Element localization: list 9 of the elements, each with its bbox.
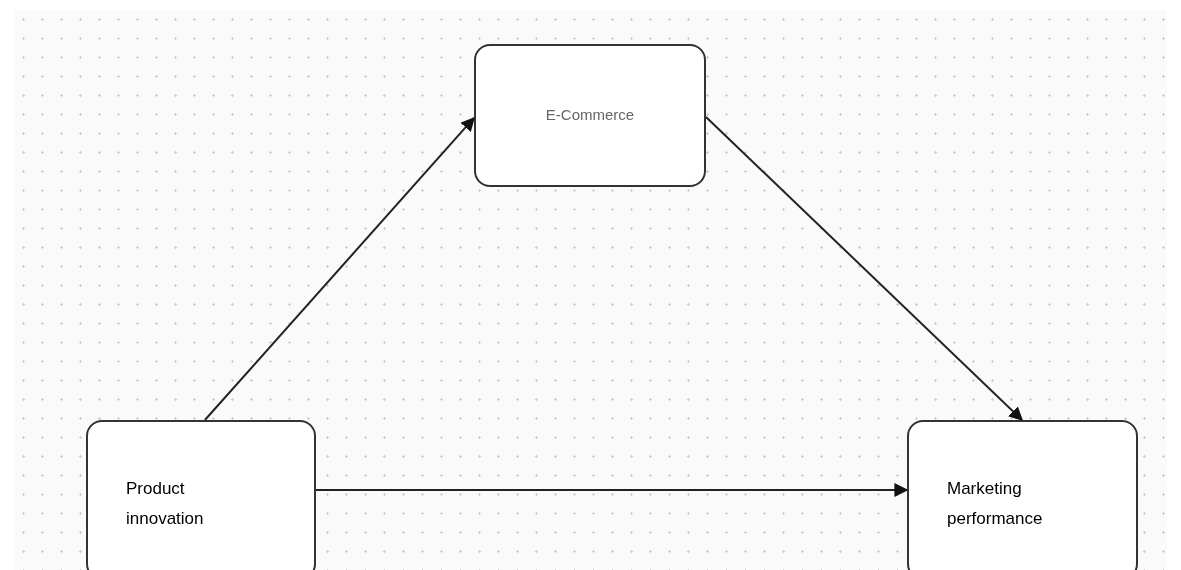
node-label: Marketing performance xyxy=(947,478,1044,530)
process-box xyxy=(474,44,706,187)
arrow xyxy=(203,116,475,421)
node-label: Product innovation xyxy=(126,478,205,530)
arrow xyxy=(315,483,909,497)
node-label: E-Commerce xyxy=(545,105,635,126)
process-box xyxy=(86,420,316,570)
process-box xyxy=(907,420,1138,570)
arrow xyxy=(705,115,1024,421)
